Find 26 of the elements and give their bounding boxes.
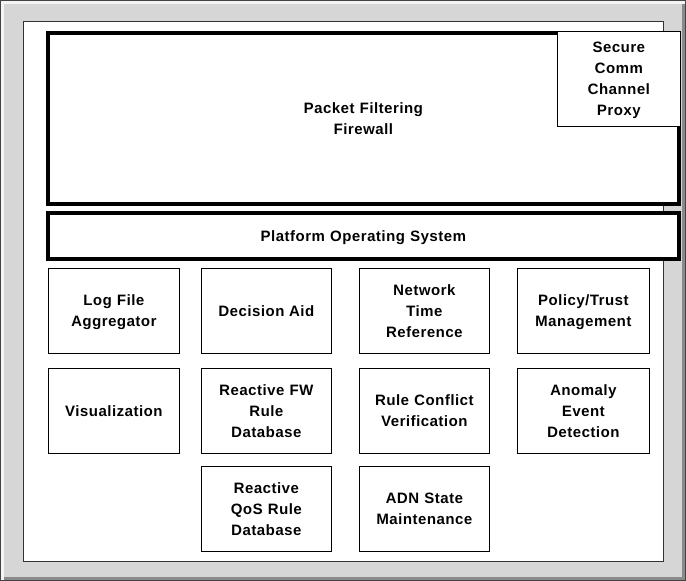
component-box xyxy=(517,368,650,454)
component-label: Rule Conflict Verification xyxy=(374,391,474,432)
component-box xyxy=(201,368,332,454)
component-box xyxy=(201,268,332,354)
component-label: Reactive FW Rule Database xyxy=(218,380,315,442)
component-box xyxy=(48,368,180,454)
component-label: Visualization xyxy=(65,402,163,422)
component-label: Platform Operating System xyxy=(260,226,466,246)
component-label: Decision Aid xyxy=(218,302,315,322)
inner-box xyxy=(557,31,681,127)
component-label: Policy/Trust Management xyxy=(534,291,633,332)
component-box xyxy=(359,368,490,454)
component-box xyxy=(359,466,490,552)
component-label: Anomaly Event Detection xyxy=(546,380,621,442)
component-box xyxy=(517,268,650,354)
component-box xyxy=(46,211,681,261)
component-box xyxy=(46,31,681,206)
component-label: Secure Comm Channel Proxy xyxy=(586,38,652,121)
component-label: Packet Filtering Firewall xyxy=(302,98,424,140)
component-label: ADN State Maintenance xyxy=(375,489,474,530)
component-box xyxy=(48,268,180,354)
component-label: Network Time Reference xyxy=(384,280,464,342)
component-label: Reactive QoS Rule Database xyxy=(230,478,304,540)
component-box xyxy=(201,466,332,552)
component-box xyxy=(359,268,490,354)
component-label: Log File Aggregator xyxy=(70,291,158,332)
